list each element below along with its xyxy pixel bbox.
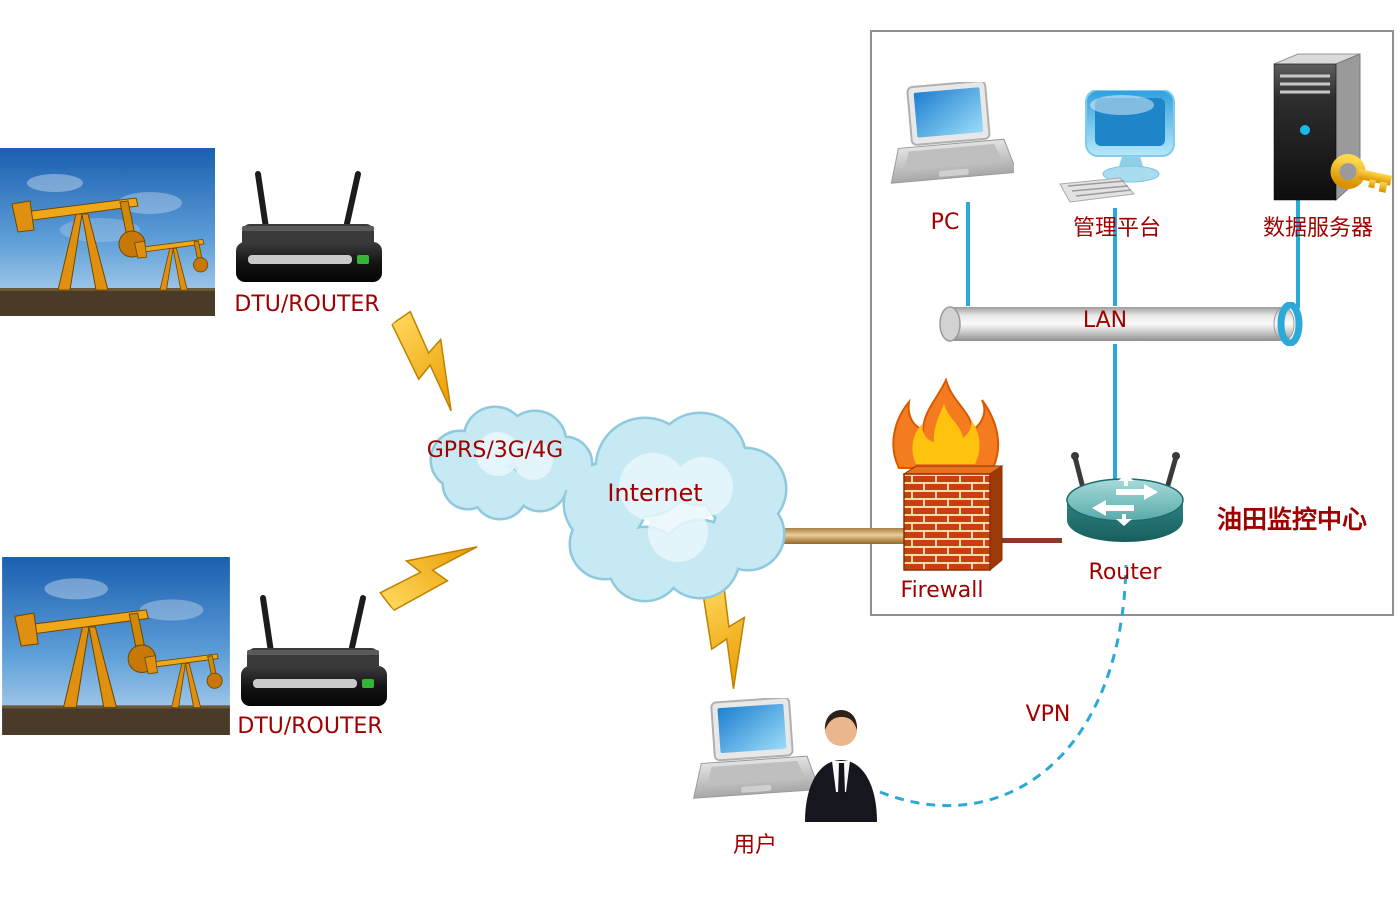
management-platform-node <box>1058 90 1178 212</box>
platform-lan-line <box>1113 208 1117 306</box>
label-data-server: 数据服务器 <box>1262 216 1373 241</box>
user-person <box>795 706 887 824</box>
lightning-bolt-top-icon <box>373 301 488 419</box>
pc-node <box>884 82 1014 204</box>
firewall-node <box>876 378 1016 578</box>
laptop-icon <box>693 698 821 799</box>
firewall-icon <box>892 378 1004 572</box>
label-user: 用户 <box>732 833 777 858</box>
label-gprs-network: GPRS/3G/4G <box>426 438 564 463</box>
wan-link-line <box>775 528 915 544</box>
wireless-router-icon <box>241 595 387 706</box>
label-dtu-router-bottom: DTU/ROUTER <box>237 714 383 739</box>
key-icon <box>1330 154 1393 193</box>
businessman-icon <box>805 710 877 822</box>
data-server-node <box>1238 50 1396 215</box>
label-vpn: VPN <box>1025 702 1071 727</box>
lightning-bolt-bottom-icon <box>370 512 487 629</box>
firewall-router-line <box>1002 538 1062 543</box>
lan-pipe <box>938 302 1310 346</box>
lan-router-line <box>1113 344 1117 480</box>
dtu-router-top <box>228 168 388 290</box>
label-lan: LAN <box>1082 308 1128 333</box>
oilfield-photo-bottom <box>0 557 232 735</box>
vpn-tunnel-line <box>860 540 1190 840</box>
laptop-icon <box>890 82 1014 184</box>
label-management-platform: 管理平台 <box>1072 216 1161 241</box>
internet-cloud <box>398 382 798 607</box>
label-firewall: Firewall <box>900 578 984 603</box>
label-internet: Internet <box>607 479 703 507</box>
desktop-computer-icon <box>1059 90 1175 203</box>
label-pc: PC <box>930 210 960 235</box>
dtu-router-bottom <box>233 592 393 714</box>
server-lan-line <box>1296 198 1300 308</box>
label-router: Router <box>1088 560 1162 585</box>
dashed-curve-icon <box>879 564 1128 808</box>
lan-bus-icon <box>939 302 1303 346</box>
wireless-router-icon <box>236 171 382 282</box>
pc-lan-line <box>966 202 970 306</box>
server-tower-icon <box>1273 53 1393 202</box>
monitoring-center-box <box>870 30 1394 616</box>
router-node <box>1058 448 1192 558</box>
label-dtu-router-top: DTU/ROUTER <box>234 292 380 317</box>
pumpjack-image-icon <box>0 148 215 316</box>
user-laptop <box>682 698 822 820</box>
router-icon <box>1066 452 1184 542</box>
cloud-icon <box>429 405 788 603</box>
pumpjack-image-icon <box>2 557 230 735</box>
label-monitoring-center: 油田监控中心 <box>1216 505 1367 534</box>
oilfield-photo-top <box>0 148 215 316</box>
